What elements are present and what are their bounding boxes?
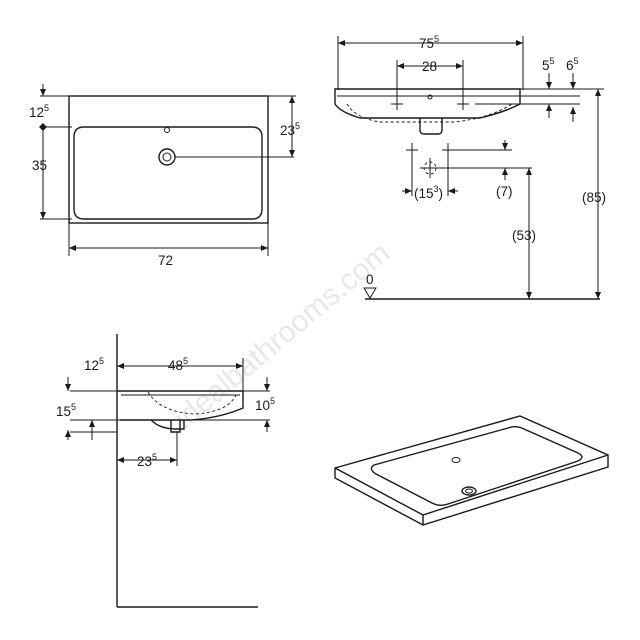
dim-top-35: 35 [32, 158, 47, 173]
drain-outer [158, 148, 176, 166]
dim-side-10-5: 105 [255, 396, 275, 413]
dim-front-7: (7) [496, 184, 513, 199]
dim-front-15-3: (153) [414, 184, 443, 201]
dim-front-53: (53) [512, 228, 536, 243]
front-view: 755 28 55 65 (153) (7) (53) (85) 0 [334, 34, 606, 300]
dim-top-72: 72 [158, 253, 173, 268]
top-view: 125 35 72 235 [29, 84, 300, 268]
dim-front-6-5: 65 [566, 56, 579, 73]
front-view-drain [419, 118, 443, 135]
top-view-basin-bowl [73, 126, 263, 220]
dim-top-23-5: 235 [280, 121, 300, 138]
iso-tap-hole [451, 457, 461, 463]
isometric-view [334, 415, 609, 526]
dim-front-0: 0 [366, 272, 374, 287]
dim-side-23-5: 235 [137, 452, 157, 469]
dim-front-75-5: 755 [419, 34, 439, 51]
dim-front-85: (85) [582, 190, 606, 205]
dim-side-48-5: 485 [168, 356, 188, 373]
side-view: 125 485 155 105 235 [56, 334, 275, 608]
dim-front-5-5: 55 [542, 56, 555, 73]
iso-drain [461, 486, 477, 496]
top-view-outline [68, 95, 269, 224]
dim-top-12-5: 125 [29, 103, 49, 120]
drain-inner [162, 152, 172, 162]
front-view-basin [334, 88, 521, 119]
dim-side-15-5: 155 [56, 402, 76, 419]
watermark-text: idealbathrooms.com [168, 236, 396, 435]
dim-side-12-5: 125 [84, 356, 104, 373]
iso-bowl [370, 426, 583, 506]
iso-basin-outline [334, 415, 609, 526]
dim-front-28: 28 [422, 59, 437, 74]
overflow-hole [164, 127, 170, 133]
